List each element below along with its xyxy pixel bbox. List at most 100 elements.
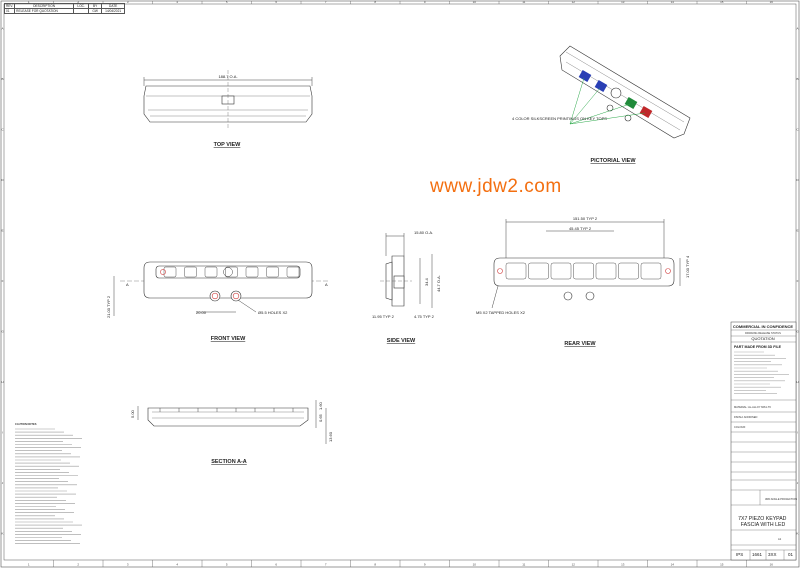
side-overall-dim: 15.80 O.A. xyxy=(414,230,433,235)
finish-field: FINISH: ANODISED xyxy=(734,415,757,419)
border-col-7: 7 xyxy=(325,563,327,567)
border-col-12: 12 xyxy=(572,563,576,567)
border-col-10: 10 xyxy=(473,563,477,567)
material-field: MATERIAL: AL-ALLOY 6061-T6 xyxy=(734,405,771,409)
front-key xyxy=(286,266,300,278)
border-col-3: 3 xyxy=(127,0,129,4)
border-row-A: A xyxy=(796,26,798,30)
pictorial-view: 4 COLOR SILKSCREEN PRINTINGS ON KEY TOPS… xyxy=(512,45,691,164)
rear-key-pocket xyxy=(550,262,572,280)
border-col-15: 15 xyxy=(720,0,724,4)
border-col-9: 9 xyxy=(424,0,426,4)
section-r2-dim: 0.65 xyxy=(318,413,323,422)
border-row-H: H xyxy=(796,380,798,384)
release-status: QUOTATION xyxy=(751,336,774,341)
border-col-8: 8 xyxy=(374,563,376,567)
border-col-6: 6 xyxy=(275,0,277,4)
border-col-15: 15 xyxy=(720,563,724,567)
drawing-no-a: IPS xyxy=(736,552,743,557)
colour-field: COLOUR: xyxy=(734,425,746,429)
rear-view: 151.50 TYP 2 45.45 TYP 2 17.00 TYP 4 M5 … xyxy=(476,216,690,347)
border-col-9: 9 xyxy=(424,563,426,567)
rear-inner-dim: 45.45 TYP 2 xyxy=(569,226,592,231)
rev-c-2 xyxy=(73,8,90,14)
front-pitch-dim: 20.00 xyxy=(196,310,207,315)
caution-notes: CAUTION NOTES xyxy=(15,422,82,545)
front-holes-dim: Ø5.5 HOLES X2 xyxy=(258,310,288,315)
border-row-K: K xyxy=(796,532,798,536)
rev-h-0: REV. xyxy=(3,3,16,9)
rear-height-dim: 17.00 TYP 4 xyxy=(685,255,690,278)
rear-key-pocket xyxy=(595,262,617,280)
border-row-B: B xyxy=(1,77,3,81)
title-block: COMMERCIAL IN CONFIDENCE DRAWING RELEASE… xyxy=(730,321,797,561)
border-col-11: 11 xyxy=(522,0,525,4)
front-center-key xyxy=(223,267,233,277)
part-title: 7X7 PIEZO KEYPAD FASCIA WITH LED xyxy=(738,516,788,528)
section-r1-dim: 1.60 xyxy=(318,401,323,410)
border-col-1: 1 xyxy=(28,0,30,4)
sheet-size: A1 xyxy=(778,537,782,541)
drawing-no-b: 1661 xyxy=(752,552,763,557)
border-col-14: 14 xyxy=(671,0,675,4)
rev-c-3: GW xyxy=(88,8,103,14)
section-r3-dim: 13.60 xyxy=(328,431,333,442)
border-row-J: J xyxy=(2,481,4,485)
front-view-label: FRONT VIEW xyxy=(211,336,246,342)
border-column-labels: 1122334455667788991010111112121313141415… xyxy=(28,0,773,567)
rear-key-pocket xyxy=(528,262,549,280)
border-row-G: G xyxy=(796,330,799,334)
border-col-8: 8 xyxy=(374,0,376,4)
border-col-1: 1 xyxy=(28,563,30,567)
border-col-5: 5 xyxy=(226,563,228,567)
border-row-I: I xyxy=(797,431,798,435)
border-col-6: 6 xyxy=(275,563,277,567)
border-col-4: 4 xyxy=(176,0,178,4)
section-mark-right: A xyxy=(325,282,328,287)
border-col-13: 13 xyxy=(621,563,625,567)
border-row-I: I xyxy=(2,431,3,435)
rear-key-pocket xyxy=(573,262,594,280)
revision-no: 01 xyxy=(788,552,794,557)
border-col-7: 7 xyxy=(325,0,327,4)
side-h1-dim: 34.4 xyxy=(424,277,429,286)
border-row-H: H xyxy=(1,380,3,384)
rear-view-label: REAR VIEW xyxy=(564,341,596,347)
border-row-D: D xyxy=(1,178,4,182)
front-key xyxy=(204,266,218,278)
revision-table: REV. DESCRIPTION LOC. BY DATE 01 RELEASE… xyxy=(3,3,126,14)
front-view: A A 20.00 Ø5.5 HOLES X2 21.00 TYP 2 FRON… xyxy=(106,261,330,342)
top-view: 188.7 O.A. TOP VIEW xyxy=(143,70,313,148)
border-col-2: 2 xyxy=(77,563,79,567)
top-view-label: TOP VIEW xyxy=(214,142,242,148)
revision-row: 01 RELEASE FOR QUOTATION GW 14/04/2021 xyxy=(3,8,126,14)
notes-title: CAUTION NOTES xyxy=(15,422,37,426)
border-row-F: F xyxy=(2,279,4,283)
release-status-label: DRAWING RELEASE STATUS xyxy=(745,331,781,335)
rear-key-pocket xyxy=(505,262,527,280)
border-col-13: 13 xyxy=(621,0,625,4)
border-row-F: F xyxy=(797,279,799,283)
border-col-11: 11 xyxy=(522,563,525,567)
confidence-label: COMMERCIAL IN CONFIDENCE xyxy=(733,324,793,329)
front-key xyxy=(225,266,238,278)
border-col-2: 2 xyxy=(77,0,79,4)
rear-tapped-dim: M5 X2 TAPPED HOLES X2 xyxy=(476,310,526,315)
border-row-K: K xyxy=(1,532,3,536)
rear-key-pocket xyxy=(640,262,662,280)
border-col-5: 5 xyxy=(226,0,228,4)
border-row-A: A xyxy=(1,26,3,30)
side-typ2-dim: 4.75 TYP 2 xyxy=(414,314,435,319)
section-view-label: SECTION A-A xyxy=(211,459,247,465)
projection-label: 3RD ANGLE PROJECTION xyxy=(765,497,797,501)
drawing-no-c: 3XX xyxy=(768,552,777,557)
front-led xyxy=(160,269,166,275)
section-left-dim: 5.00 xyxy=(130,409,135,418)
border-row-E: E xyxy=(796,228,798,232)
pictorial-note: 4 COLOR SILKSCREEN PRINTINGS ON KEY TOPS xyxy=(512,116,607,121)
border-row-C: C xyxy=(796,127,799,131)
border-col-14: 14 xyxy=(671,563,675,567)
